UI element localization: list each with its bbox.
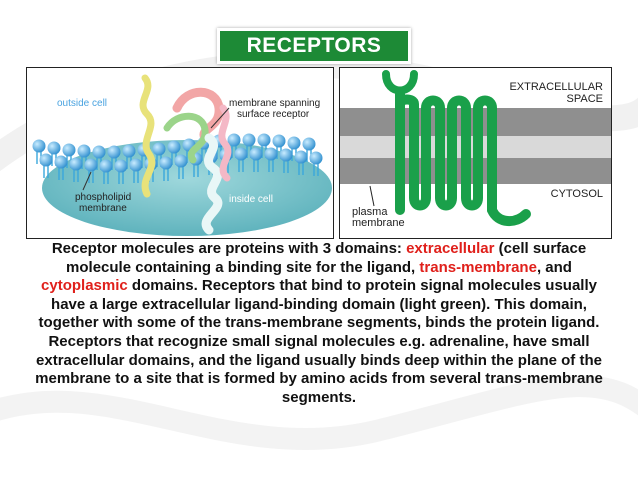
plasma-membrane-label-line2: membrane <box>352 217 405 229</box>
lipid-head <box>279 148 293 162</box>
lipid-head <box>62 143 76 157</box>
plasma-membrane-label-line1: plasma <box>352 206 388 218</box>
lipid-head <box>54 155 68 169</box>
lipid-head <box>107 145 121 159</box>
highlight-extracellular: extracellular <box>406 240 495 257</box>
lipid-head <box>77 144 91 158</box>
body-text-2: (cell surface molecule containing a bind… <box>66 240 587 276</box>
lipid-head <box>84 158 98 172</box>
lipid-head <box>92 145 106 159</box>
membrane-receptor-diagram: outside cell membrane spanning surface r… <box>26 67 334 239</box>
lipid-head <box>227 133 241 147</box>
title-banner: RECEPTORS <box>217 28 411 64</box>
lipid-head <box>159 156 173 170</box>
receptor-topology-diagram: EXTRACELLULAR SPACE CYTOSOL plasma membr… <box>339 67 612 239</box>
phospholipid-label-line2: membrane <box>79 203 127 214</box>
lipid-head <box>129 158 143 172</box>
lipid-head <box>122 144 136 158</box>
lipid-head <box>309 151 323 165</box>
lipid-head <box>174 154 188 168</box>
highlight-transmembrane: trans-membrane <box>419 258 537 276</box>
lipid-head <box>272 134 286 148</box>
body-text-4: domains. Receptors that bind to protein … <box>35 277 603 406</box>
cytosol-label: CYTOSOL <box>550 188 603 200</box>
lipid-head <box>287 136 301 150</box>
lipid-head <box>302 137 316 151</box>
lipid-head <box>264 147 278 161</box>
lipid-head <box>234 147 248 161</box>
body-paragraph: Receptor molecules are proteins with 3 d… <box>22 240 616 407</box>
ligand-binding-domain <box>382 70 418 95</box>
receptor-topology-illustration <box>340 70 611 226</box>
slide-title: RECEPTORS <box>220 31 408 61</box>
receptor-label-line1: membrane spanning <box>229 98 321 109</box>
transmembrane-segments <box>395 89 497 215</box>
receptor-loop-green <box>163 112 209 164</box>
lipid-head <box>294 150 308 164</box>
lipid-head <box>47 141 61 155</box>
phospholipid-pointer-line <box>82 171 92 191</box>
plasma-membrane-pointer <box>369 185 375 207</box>
extracellular-label-line1: EXTRACELLULAR <box>509 81 603 93</box>
body-text-3: , and <box>536 258 572 276</box>
receptor-label-line2: surface receptor <box>237 109 310 120</box>
receptor-helix-white <box>201 133 223 235</box>
membrane-illustration <box>32 74 332 236</box>
lipid-head <box>167 140 181 154</box>
cytoplasmic-tail <box>487 205 531 226</box>
receptor-pointer-line <box>210 107 230 129</box>
lipid-head <box>114 159 128 173</box>
inside-cell-region <box>42 140 332 236</box>
lipid-heads <box>32 133 323 173</box>
receptor-helix-pink <box>218 104 232 182</box>
lipid-head <box>69 157 83 171</box>
lipid-head <box>249 147 263 161</box>
lipid-head <box>242 133 256 147</box>
lipid-head <box>32 139 46 153</box>
lipid-head <box>39 153 53 167</box>
highlight-cytoplasmic: cytoplasmic <box>41 277 128 295</box>
body-text-1: Receptor molecules are proteins with 3 d… <box>51 240 407 257</box>
phospholipid-label-line1: phospholipid <box>75 192 132 203</box>
receptor-helix-yellow <box>139 74 156 198</box>
lipid-head <box>99 159 113 173</box>
outside-cell-label: outside cell <box>57 98 108 109</box>
inside-cell-label: inside cell <box>229 194 273 205</box>
lipid-head <box>257 133 271 147</box>
extracellular-label-line2: SPACE <box>566 93 603 105</box>
lipid-head <box>152 142 166 156</box>
